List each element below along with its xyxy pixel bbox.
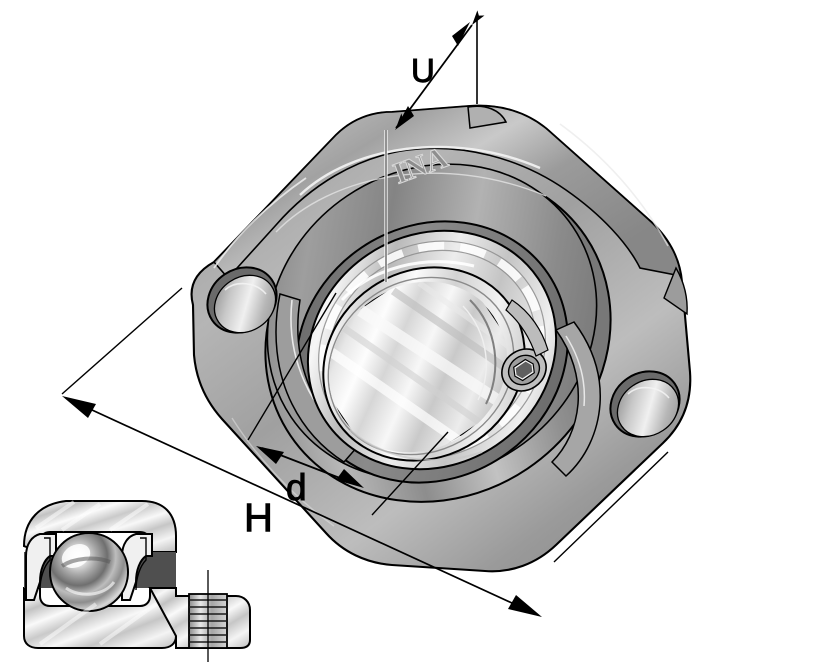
h-dimension-line: [65, 397, 539, 616]
u-arrowhead-top: [452, 22, 470, 46]
housing-relief-pocket-right: [550, 321, 601, 478]
bore-interior-shading: [298, 250, 538, 484]
d-arrowhead-left: [256, 446, 284, 464]
hex-socket-icon: [513, 358, 535, 382]
d-extension-line-left: [247, 292, 337, 441]
section-highlights: [34, 500, 158, 646]
h-arrowhead-upper-left: [62, 396, 96, 418]
set-screw-thread: [188, 570, 228, 662]
housing-right-lug: [663, 266, 688, 316]
dimension-label-U: U: [411, 52, 435, 89]
dimension-U: U: [384, 10, 485, 282]
h-arrowhead-lower-right: [508, 595, 542, 617]
housing-relief-pocket-left: [275, 293, 360, 463]
bearing-insert: [298, 229, 558, 484]
d-extension-line-right: [371, 431, 449, 516]
mounting-hole-upper-left: [206, 266, 278, 334]
dimension-annotations: U d H: [61, 10, 669, 617]
dimension-H: H: [61, 287, 669, 617]
h-extension-line-lower: [553, 451, 669, 563]
u-arrowhead-bottom: [395, 106, 414, 130]
collar-relief-notch: [505, 299, 549, 357]
dimension-label-H: H: [244, 496, 273, 540]
ball-reflection: [65, 581, 116, 596]
h-extension-line-upper: [61, 287, 183, 395]
dimension-label-d: d: [286, 467, 307, 508]
bearing-cross-section-inset: [22, 500, 251, 662]
dimension-d: d: [247, 292, 449, 516]
d-arrowhead-right: [336, 469, 364, 488]
main-isometric-view: INA: [190, 104, 692, 573]
ball: [49, 532, 129, 612]
mounting-hole-lower-right: [609, 370, 681, 438]
grub-screw: [501, 348, 547, 392]
